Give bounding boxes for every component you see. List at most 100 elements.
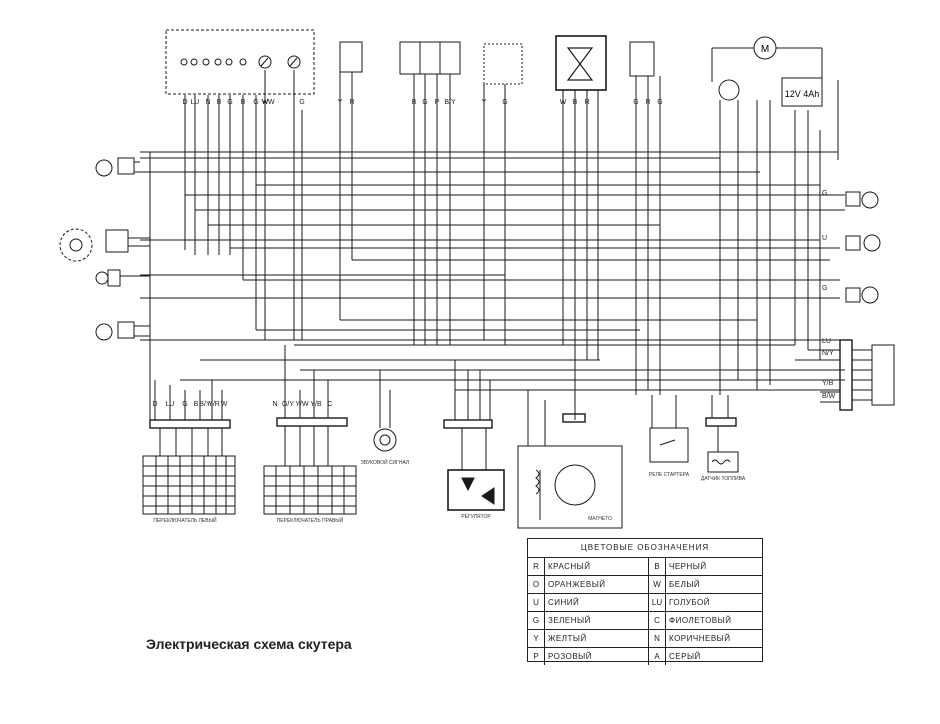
legend-color-name: ЗЕЛЕНЫЙ [545,612,649,629]
wire-code: B [412,99,417,106]
dashboard-box [165,29,315,95]
wire-code: P [435,99,440,106]
legend-row: U СИНИЙ LU ГОЛУБОЙ [528,594,762,612]
legend-code: R [528,558,545,575]
wire-code: N [205,99,210,106]
legend-code: C [649,612,666,629]
legend-code: N [649,630,666,647]
legend-code: P [528,648,545,665]
wire-code: LU [166,401,175,408]
wire-code: U [822,235,827,242]
legend-code: LU [649,594,666,611]
legend-row: Y ЖЕЛТЫЙ N КОРИЧНЕВЫЙ [528,630,762,648]
legend-color-name: РОЗОВЫЙ [545,648,649,665]
parking-lamp [95,271,109,285]
wire-code: LU [191,99,200,106]
rectifier-top [555,35,607,91]
legend-code: W [649,576,666,593]
gauge-left [258,55,272,69]
wire-code: D [182,99,187,106]
legend-color-name: ФИОЛЕТОВЫЙ [669,616,732,625]
rear-turn-right-lamp [861,286,879,304]
wire-code: B [573,99,578,106]
legend-code: B [649,558,666,575]
rectifier-caption: РЕГУЛЯТОР [461,514,491,520]
wire-code: B/Y [199,401,211,408]
horn-caption: ЗВУКОВОЙ СИГНАЛ [361,458,409,466]
right-module [871,344,895,406]
rear-turn-left-lamp [95,323,113,341]
diagram-title: Электрическая схема скутера [146,636,352,652]
wire-code: Y/W [295,401,309,408]
legend-header: ЦВЕТОВЫЕ ОБОЗНАЧЕНИЯ [528,539,762,558]
wire-code: Y/B [310,401,322,408]
wire-code: G [422,99,427,106]
wire-code: Y/W [261,99,275,106]
legend-code: Y [528,630,545,647]
wire-code: N/Y [822,350,834,357]
fuel-sensor-caption: ДАТЧИК ТОПЛИВА [701,476,746,482]
wire-code: Y/R [208,401,220,408]
legend-color-name: СИНИЙ [545,594,649,611]
magneto-caption: МАГНЕТО [588,516,612,522]
wire-code: R [584,99,589,106]
legend-row: R КРАСНЫЙ B ЧЕРНЫЙ [528,558,762,576]
wire-code: D [152,401,157,408]
rectifier-bottom [447,469,505,511]
magneto [554,464,596,506]
wire-code: B [194,401,199,408]
wire-code: N [272,401,277,408]
front-turn-right-lamp [861,191,879,209]
wire-code: R [645,99,650,106]
starter-relay-caption: РЕЛЕ СТАРТЕРА [649,472,690,478]
legend-color-name: БЕЛЫЙ [669,580,701,589]
magneto-box [517,445,623,529]
legend-code: U [528,594,545,611]
front-turn-left-lamp [95,159,113,177]
left-switch-grid [142,455,236,515]
gauge-right [287,55,301,69]
wire-code: W [262,99,269,106]
wire-code: Y/B [822,380,834,387]
motor-label: M [761,44,769,55]
legend-color-name: СЕРЫЙ [669,652,701,661]
legend-code: G [528,612,545,629]
headlamp [59,228,93,262]
legend-color-name: КОРИЧНЕВЫЙ [669,634,731,643]
ignition-coil [483,43,523,85]
legend-code: O [528,576,545,593]
legend-color-name: ЧЕРНЫЙ [669,562,707,571]
wire-code: G [182,401,187,408]
legend-row: O ОРАНЖЕВЫЙ W БЕЛЫЙ [528,576,762,594]
battery-label: 12V 4Ah [785,89,820,99]
wire-code: B/Y [444,99,456,106]
wire-code: W [560,99,567,106]
legend-color-name: ГОЛУБОЙ [669,598,710,607]
wire-code: Y [482,99,487,106]
wire-code: W [221,401,228,408]
wire-code: G/Y [282,401,294,408]
tail-lamp [863,234,881,252]
wire-code: G [822,190,827,197]
wire-code: Y [338,99,343,106]
legend-color-name: ЖЕЛТЫЙ [545,630,649,647]
wire-code: R [349,99,354,106]
wire-code: C [327,401,332,408]
wire-code: G [633,99,638,106]
wire-code: G [227,99,232,106]
wire-code: G [299,99,304,106]
wire-code: G [502,99,507,106]
legend-code: A [649,648,666,665]
right-switch-caption: ПЕРЕКЛЮЧАТЕЛЬ ПРАВЫЙ [277,516,344,524]
wire-code: G [657,99,662,106]
wire-code: B/W [822,393,836,400]
wire-code: G [822,285,827,292]
right-switch-grid [263,465,357,515]
legend-color-name: КРАСНЫЙ [545,558,649,575]
horn [373,428,397,452]
